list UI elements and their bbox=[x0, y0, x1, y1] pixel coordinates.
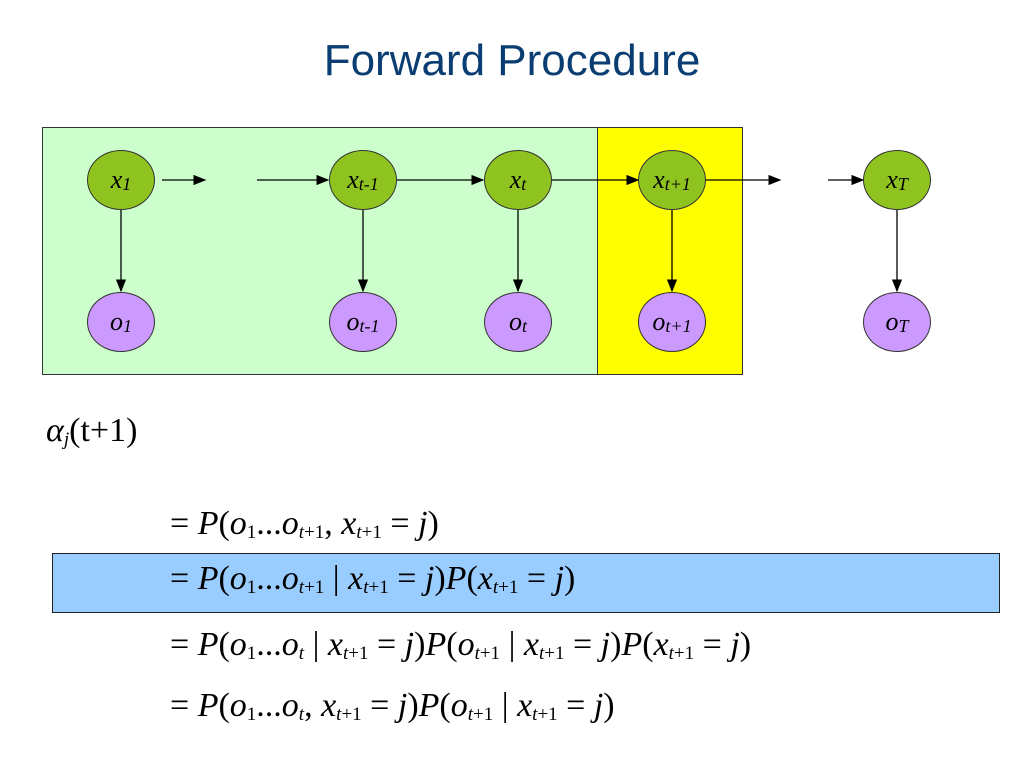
equation-line-2: = P(o1...ot+1 | xt+1 = j)P(xt+1 = j) bbox=[170, 560, 576, 598]
equation-line-1: = P(o1...ot+1, xt+1 = j) bbox=[170, 505, 439, 543]
highlighted-equation-box bbox=[52, 553, 1000, 613]
equation-line-3: = P(o1...ot | xt+1 = j)P(ot+1 | xt+1 = j… bbox=[170, 626, 752, 664]
equation-line-4: = P(o1...ot, xt+1 = j)P(ot+1 | xt+1 = j) bbox=[170, 687, 615, 725]
alpha-label: αj(t+1) bbox=[46, 412, 138, 450]
page-title: Forward Procedure bbox=[323, 36, 701, 85]
